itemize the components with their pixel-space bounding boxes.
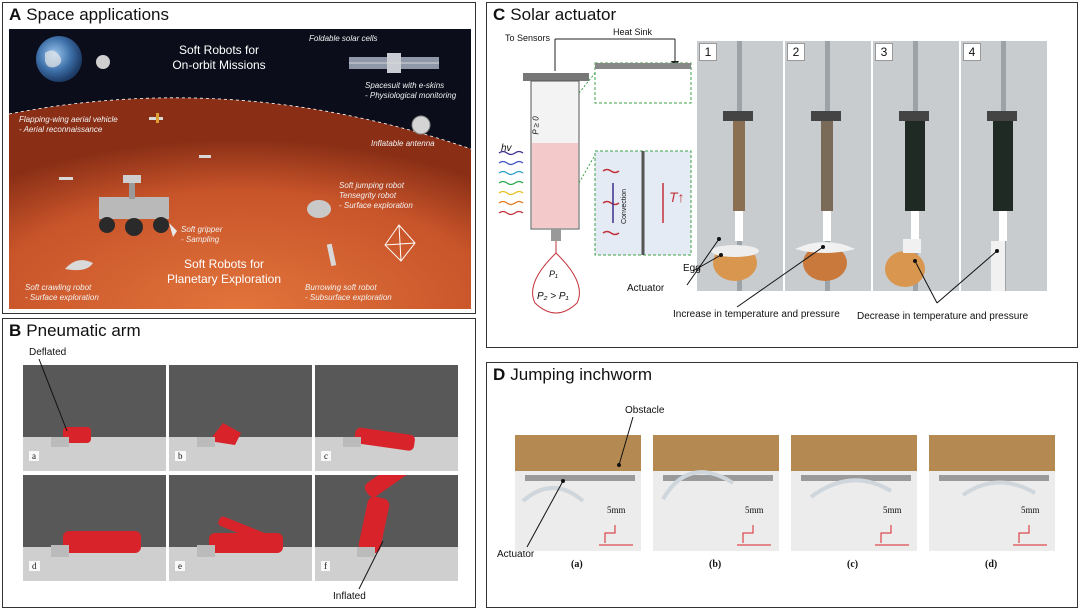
step-1-label: 1 [699, 43, 717, 61]
label-spacesuit: Spacesuit with e-skins - Physiological m… [365, 81, 457, 100]
label-crawling-robot: Soft crawling robot - Surface exploratio… [25, 283, 99, 302]
scale-b: 5mm [745, 505, 764, 515]
rover-icon [99, 175, 169, 236]
inchworm-frame-d: 5mm [929, 435, 1055, 551]
label-p2-gt-p1: P₂ > P₁ [537, 291, 569, 302]
inchworm-frame-c: 5mm [791, 435, 917, 551]
gripper-icon [169, 223, 177, 237]
actuator-photo-2 [785, 41, 871, 291]
caption-b: (b) [709, 559, 722, 570]
label-deflated: Deflated [29, 347, 67, 358]
space-scene-svg [9, 29, 471, 309]
label-convection: Convection [621, 188, 629, 225]
label-actuator: Actuator [627, 283, 665, 294]
label-p-zero: P ≥ 0 [531, 116, 541, 135]
step-2-label: 2 [787, 43, 805, 61]
arm-frame-c: c [315, 365, 458, 471]
arm-frame-a: a [23, 365, 166, 471]
label-soft-gripper: Soft gripper - Sampling [181, 225, 223, 244]
inchworm-frame-a: 5mm [515, 435, 641, 551]
actuator-photo-1 [697, 41, 783, 291]
actuator-photo-3 [873, 41, 959, 291]
label-egg: Egg [683, 263, 701, 274]
label-temperature-up: T↑ [669, 189, 685, 205]
actuator-photo-4 [961, 41, 1047, 291]
arm-frame-d: d [23, 475, 166, 581]
burrowing-robot-icon [326, 243, 337, 267]
label-to-sensors: To Sensors [505, 33, 551, 43]
arm-frame-e: e [169, 475, 312, 581]
label-decrease: Decrease in temperature and pressure [857, 311, 1029, 322]
jumping-robot-icon [307, 200, 331, 218]
inchworm-frame-b: 5mm [653, 435, 779, 551]
arm-frame-b: b [169, 365, 312, 471]
tensegrity-robot-icon [384, 224, 416, 262]
label-obstacle: Obstacle [625, 405, 665, 416]
step-3-label: 3 [875, 43, 893, 61]
label-inflated: Inflated [333, 591, 366, 602]
label-increase: Increase in temperature and pressure [673, 309, 840, 320]
scale-d: 5mm [1021, 505, 1040, 515]
inflatable-antenna-icon [411, 115, 431, 135]
label-actuator-d: Actuator [497, 549, 535, 560]
label-hv: hv [501, 143, 512, 154]
label-p1: P₁ [549, 269, 558, 279]
caption-a: (a) [571, 559, 583, 570]
arm-frame-f: f [315, 475, 458, 581]
step-4-label: 4 [963, 43, 981, 61]
moon-icon [96, 55, 110, 69]
solar-actuator-schematic [498, 38, 692, 314]
label-jumping-robot: Soft jumping robot Tensegrity robot - Su… [339, 181, 413, 210]
scale-a: 5mm [607, 505, 626, 515]
label-burrowing-robot: Burrowing soft robot - Subsurface explor… [305, 283, 392, 302]
headline-planetary: Soft Robots for Planetary Exploration [166, 257, 282, 286]
caption-c: (c) [847, 559, 859, 570]
heat-sink-plate [523, 73, 589, 81]
flapping-wing-vehicle-icon [59, 113, 211, 180]
caption-d: (d) [985, 559, 998, 570]
space-station-icon [349, 53, 439, 73]
headline-orbit: Soft Robots for On-orbit Missions [172, 43, 266, 72]
crawling-robot-icon [65, 260, 93, 271]
label-heat-sink: Heat Sink [613, 27, 653, 37]
label-foldable-solar-cells: Foldable solar cells [309, 34, 378, 43]
label-inflatable-antenna: Inflatable antenna [371, 139, 435, 148]
scale-c: 5mm [883, 505, 902, 515]
label-flapping-wing: Flapping-wing aerial vehicle - Aerial re… [19, 115, 118, 134]
space-illustration: Soft Robots for On-orbit Missions Soft R… [9, 29, 471, 309]
